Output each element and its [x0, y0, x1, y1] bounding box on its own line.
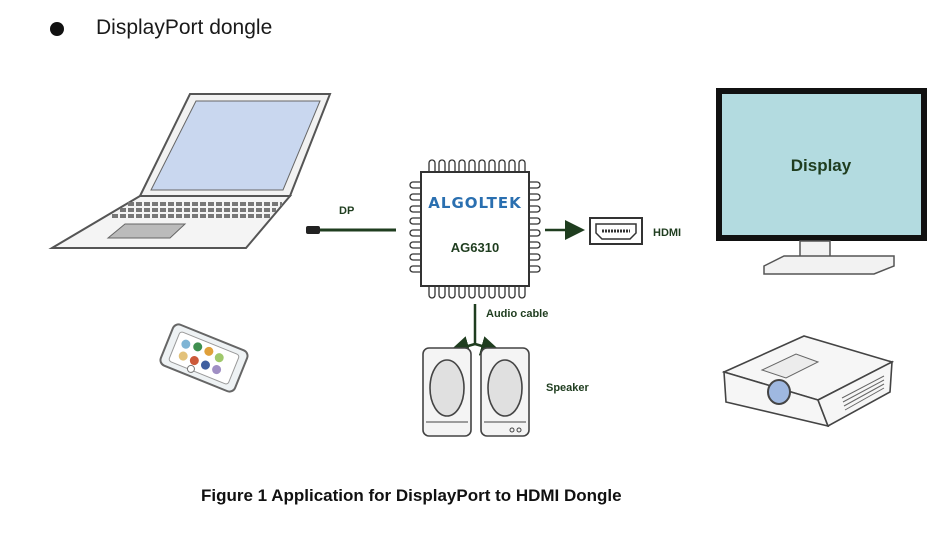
hdmi-label: HDMI — [653, 227, 681, 239]
speaker-label: Speaker — [546, 382, 590, 394]
chip-model: AG6310 — [451, 240, 499, 255]
display-label: Display — [791, 156, 852, 175]
speaker-icon — [422, 347, 530, 437]
bullet-icon — [50, 22, 64, 36]
projector-icon — [721, 335, 895, 428]
dp-label: DP — [339, 205, 354, 217]
hdmi-port-icon — [589, 217, 643, 245]
caption-text: Figure 1 Application for DisplayPort to … — [201, 486, 622, 505]
audio-label: Audio cable — [486, 308, 548, 320]
phone-icon — [159, 323, 249, 393]
chip-icon — [409, 159, 541, 299]
section-heading: DisplayPort dongle — [96, 16, 273, 39]
monitor-icon — [716, 88, 927, 275]
dp-cable — [306, 226, 396, 234]
laptop-icon — [48, 93, 332, 249]
chip-brand: ALGOLTEK — [428, 194, 522, 212]
